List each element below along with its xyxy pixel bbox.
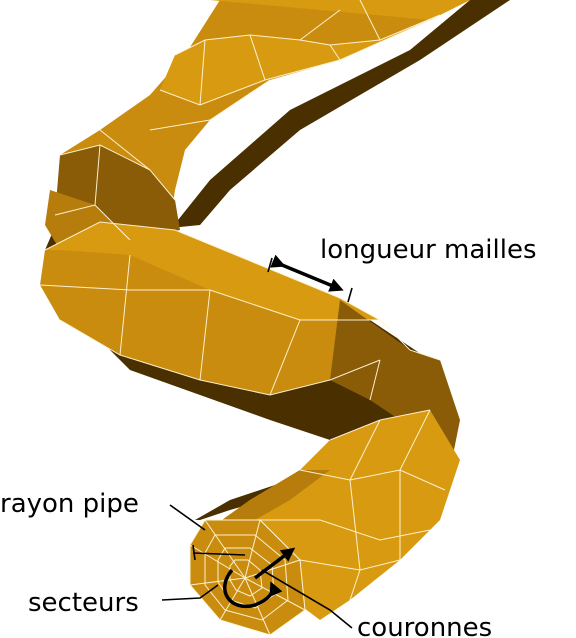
annotation-secteurs (161, 568, 283, 609)
pipe-body (40, 0, 470, 620)
annotation-couronnes (253, 547, 353, 629)
label-longueur-mailles: longueur mailles (320, 235, 537, 265)
annotation-rayon (169, 504, 246, 561)
label-secteurs: secteurs (28, 588, 139, 618)
label-rayon-pipe: rayon pipe (0, 489, 139, 519)
annotation-longueur (267, 254, 353, 303)
label-couronnes: couronnes (357, 613, 492, 638)
pipe-mesh-lines (39, 0, 446, 601)
pipe-end-cap (189, 519, 306, 636)
